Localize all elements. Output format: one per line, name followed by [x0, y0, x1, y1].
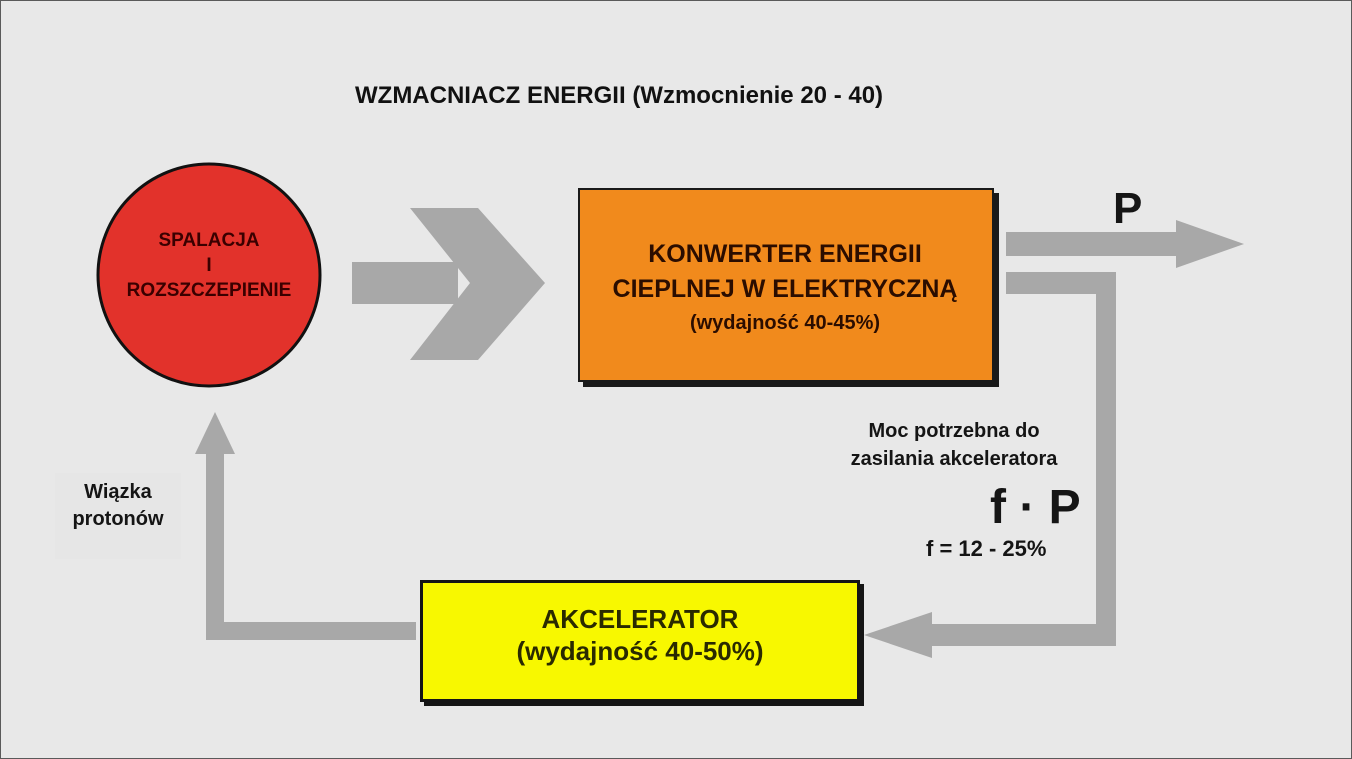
accelerator-title: AKCELERATOR	[541, 604, 739, 634]
converter-title-line1: KONWERTER ENERGII	[648, 240, 922, 268]
accelerator-box	[420, 580, 860, 702]
converter-box	[578, 188, 994, 382]
converter-title-line2: CIEPLNEJ W ELEKTRYCZNĄ	[612, 275, 958, 303]
beam-label-background	[55, 473, 181, 559]
proton-beam-arrow	[195, 412, 416, 640]
beam-label-line1: Wiązka	[84, 481, 152, 503]
feedback-arrow	[864, 272, 1116, 658]
converter-efficiency: (wydajność 40-45%)	[689, 312, 881, 334]
spallation-label-line: ROZSZCZEPIENIE	[126, 280, 292, 301]
fraction-formula: f · P	[990, 481, 1081, 534]
spallation-circle	[96, 162, 322, 388]
spallation-label: SPALACJA I ROZSZCZEPIENIE	[95, 228, 323, 303]
output-arrow	[1006, 220, 1244, 268]
spallation-label-line: I	[206, 255, 212, 276]
fraction-value: f = 12 - 25%	[926, 536, 1047, 561]
diagram-title: WZMACNIACZ ENERGII (Wzmocnienie 20 - 40)	[355, 82, 884, 109]
power-needed-line2: zasilania akceleratora	[850, 448, 1058, 470]
chevron-arrow	[352, 208, 545, 360]
power-needed-line1: Moc potrzebna do	[868, 420, 1040, 442]
spallation-label-line: SPALACJA	[158, 230, 260, 251]
output-power-label: P	[1113, 184, 1143, 233]
beam-label-line2: protonów	[72, 508, 164, 530]
accelerator-efficiency: (wydajność 40-50%)	[516, 636, 764, 666]
